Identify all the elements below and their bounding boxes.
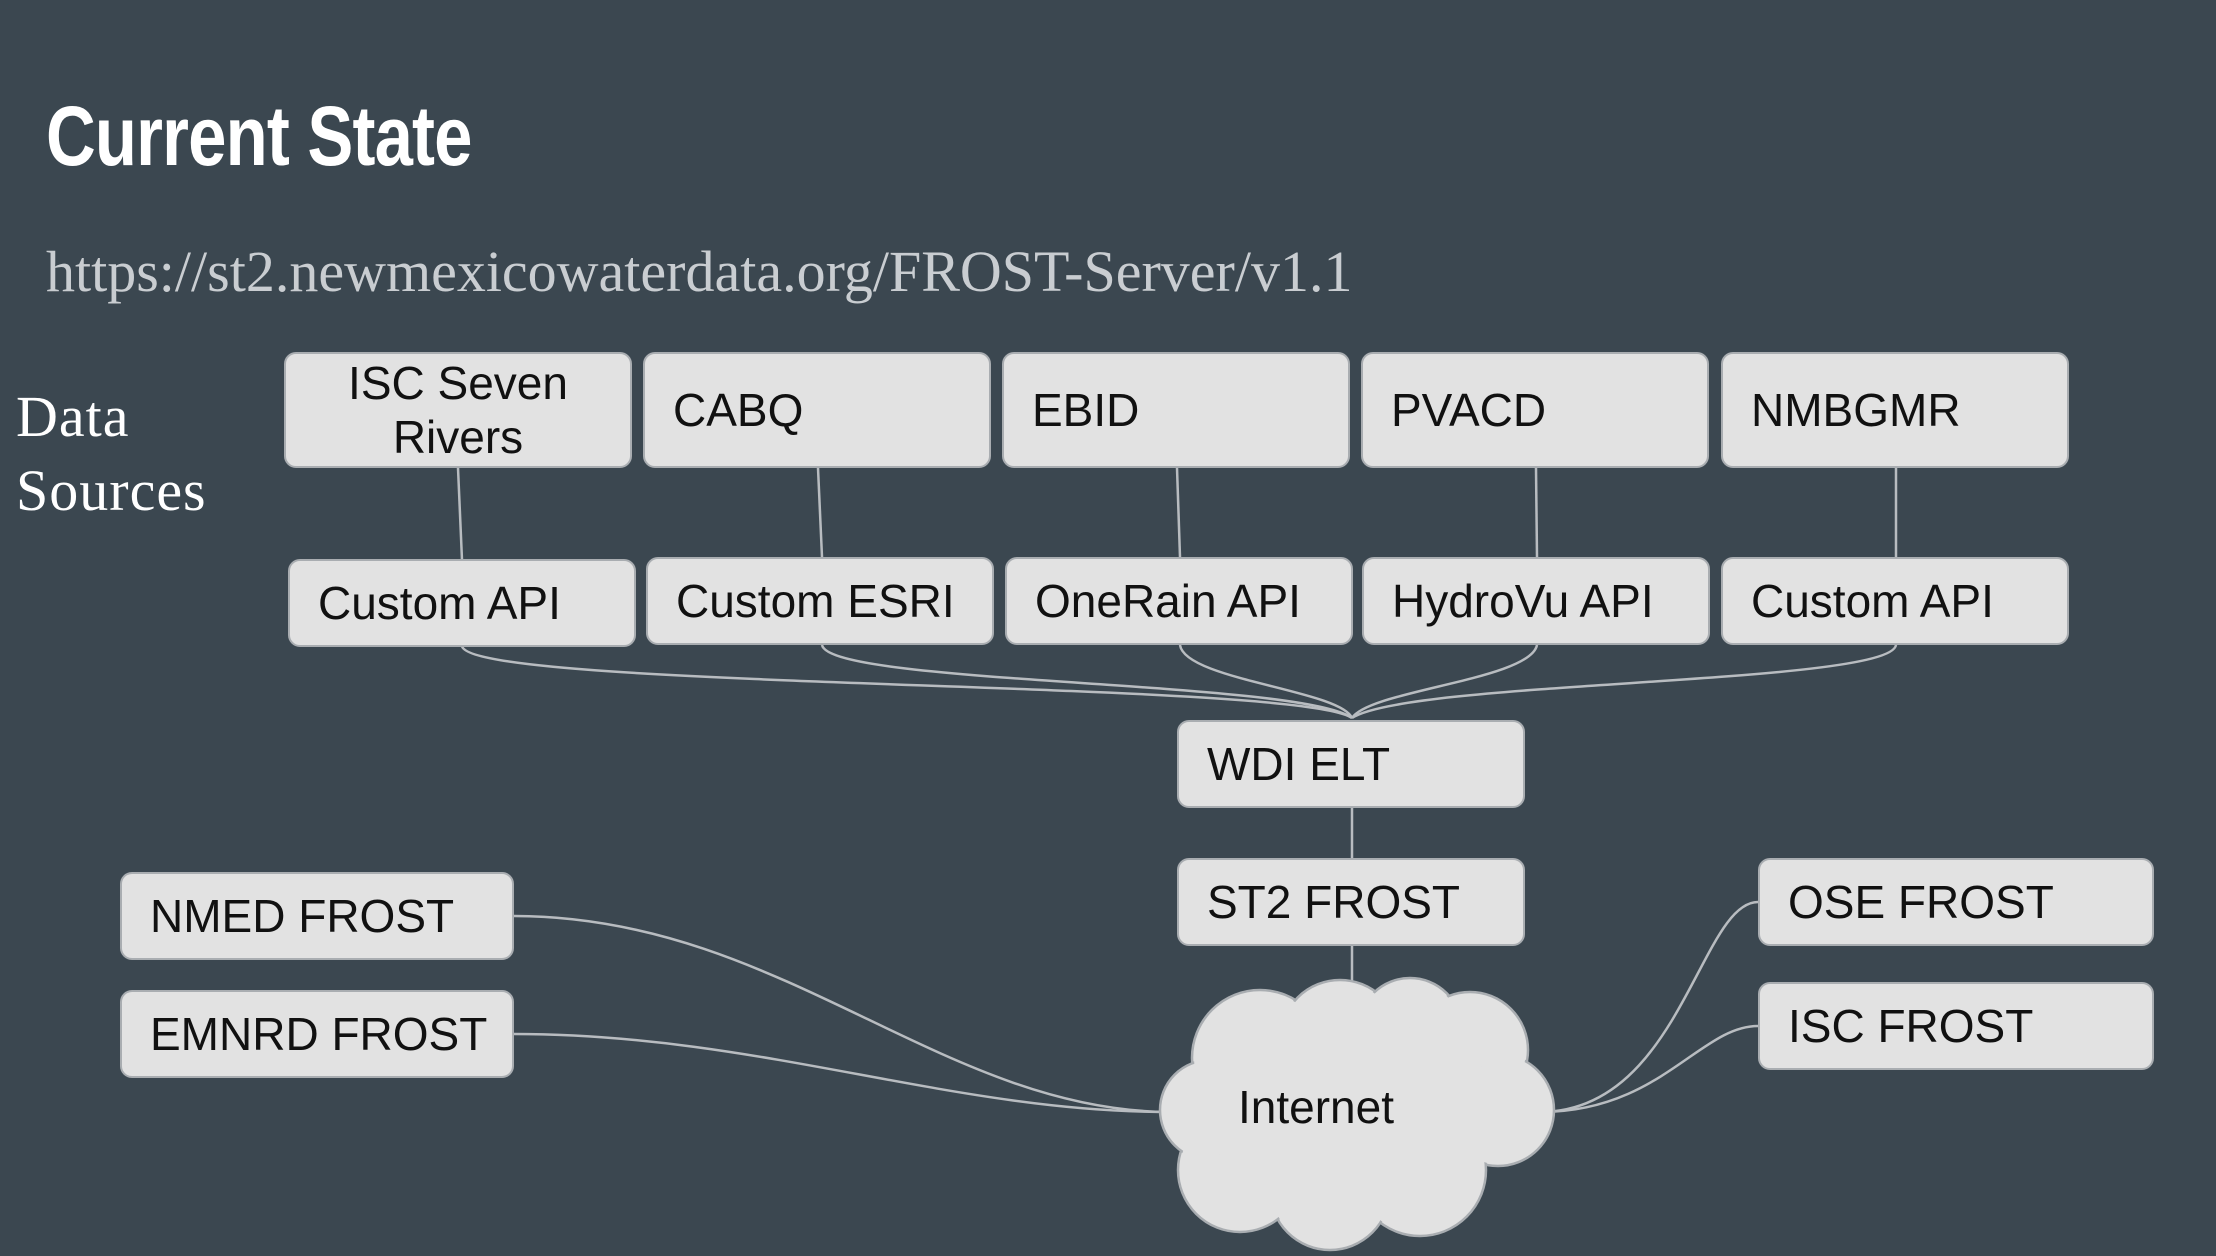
connector-api5-elt (1351, 644, 1898, 720)
isc-frost-box: ISC FROST (1758, 982, 2154, 1070)
source-nmbgmr: NMBGMR (1721, 352, 2069, 468)
connector-api3-elt (1178, 644, 1354, 719)
data-sources-label-line2: Sources (16, 458, 207, 523)
connector-api4-elt (1350, 644, 1539, 719)
api-custom-api-nmbgmr: Custom API (1721, 557, 2069, 645)
connector-emnrd-internet (513, 1032, 1169, 1114)
slide-title: Current State (46, 89, 472, 183)
api-custom-api-isc: Custom API (288, 559, 636, 647)
connector-ose-internet (1539, 900, 1759, 1114)
data-sources-label-line1: Data (16, 384, 130, 449)
source-pvacd: PVACD (1361, 352, 1709, 468)
api-onerain: OneRain API (1005, 557, 1353, 645)
emnrd-frost-box: EMNRD FROST (120, 990, 514, 1078)
connector-api2-elt (820, 644, 1353, 720)
connector-ebid (1175, 467, 1182, 558)
api-custom-esri: Custom ESRI (646, 557, 994, 645)
connector-nmed-internet (513, 914, 1169, 1114)
internet-label: Internet (1238, 1081, 1394, 1133)
connector-pvacd (1534, 467, 1539, 558)
source-cabq: CABQ (643, 352, 991, 468)
data-sources-label: Data Sources (16, 380, 207, 528)
source-ebid: EBID (1002, 352, 1350, 468)
st2-frost-box: ST2 FROST (1177, 858, 1525, 946)
nmed-frost-box: NMED FROST (120, 872, 514, 960)
server-url: https://st2.newmexicowaterdata.org/FROST… (46, 239, 1353, 304)
source-isc-seven-rivers: ISC Seven Rivers (284, 352, 632, 468)
connector-cabq (816, 467, 824, 558)
wdi-elt-box: WDI ELT (1177, 720, 1525, 808)
ose-frost-box: OSE FROST (1758, 858, 2154, 946)
connector-isc-seven-rivers (456, 467, 464, 561)
connector-api1-elt (460, 645, 1353, 720)
api-hydrovu: HydroVu API (1362, 557, 1710, 645)
connector-isc-internet (1539, 1024, 1759, 1114)
